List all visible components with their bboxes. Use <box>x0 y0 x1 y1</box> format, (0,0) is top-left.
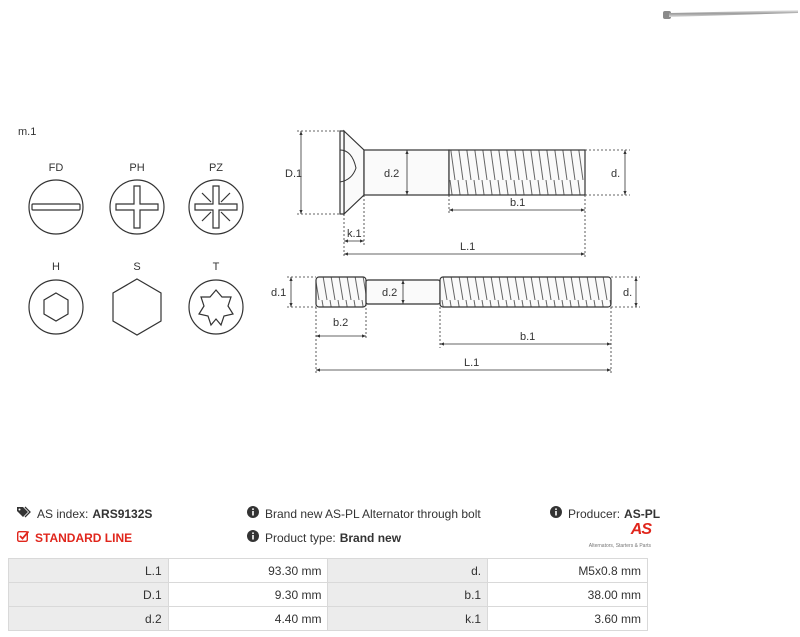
head-type-label: PH <box>129 162 144 174</box>
product-type-label: Product type: <box>265 530 336 545</box>
hex-head-icon <box>112 278 162 336</box>
checkbox-checked-icon <box>16 530 30 545</box>
spec-label: d.2 <box>8 606 169 631</box>
head-type-label: FD <box>49 162 64 174</box>
info-icon <box>247 530 259 545</box>
as-pl-logo: AS Alternators, Starters & Parts <box>585 521 652 551</box>
standard-line-row: STANDARD LINE <box>16 530 133 545</box>
logo-subtext: Alternators, Starters & Parts <box>588 543 651 549</box>
dim-label: L.1 <box>464 357 479 369</box>
product-type-row: Product type: Brand new <box>247 530 401 545</box>
hex-socket-head-icon <box>28 279 84 335</box>
product-photo <box>663 10 798 19</box>
pozidriv-head-icon <box>188 179 244 235</box>
description-text: Brand new AS-PL Alternator through bolt <box>265 506 481 521</box>
head-type-label: T <box>213 261 220 273</box>
product-type-value: Brand new <box>339 530 402 545</box>
as-index-label: AS index: <box>37 506 89 521</box>
spec-value: 93.30 mm <box>167 558 329 583</box>
head-type-label: PZ <box>209 162 223 174</box>
spec-value: 3.60 mm <box>487 606 648 631</box>
phillips-head-icon <box>109 179 165 235</box>
dim-label: D.1 <box>285 168 302 180</box>
dim-label: k.1 <box>347 228 362 240</box>
spec-label: k.1 <box>327 606 489 631</box>
dim-label: d.1 <box>271 287 286 299</box>
dim-label: L.1 <box>460 241 475 253</box>
spec-label: D.1 <box>8 582 169 607</box>
info-icon <box>247 506 259 521</box>
dim-label: d.2 <box>384 168 399 180</box>
dim-label: d.2 <box>382 287 397 299</box>
producer-value: AS-PL <box>624 506 661 521</box>
description-row: Brand new AS-PL Alternator through bolt <box>247 506 481 521</box>
producer-row: Producer: AS-PL <box>550 506 660 521</box>
torx-head-icon <box>188 279 244 335</box>
head-type-label: S <box>133 261 140 273</box>
head-type-label: H <box>52 261 60 273</box>
screw-drawing <box>339 129 586 216</box>
screw-dimensions <box>297 130 630 258</box>
spec-label: d. <box>327 558 489 583</box>
technical-diagram: m.1 FD PH PZ H S T <box>18 126 640 374</box>
spec-label: L.1 <box>8 558 169 583</box>
dim-label: d. <box>623 287 632 299</box>
info-icon <box>550 506 562 521</box>
spec-value: 38.00 mm <box>487 582 648 607</box>
table-row: d.2 4.40 mm k.1 3.60 mm <box>8 606 648 631</box>
spec-value: M5x0.8 mm <box>487 558 648 583</box>
spec-label: b.1 <box>327 582 489 607</box>
dim-label: d. <box>611 168 620 180</box>
as-index-value: ARS9132S <box>92 506 153 521</box>
dim-label: b.1 <box>520 331 535 343</box>
standard-line-label: STANDARD LINE <box>35 530 133 545</box>
dim-label: b.2 <box>333 317 348 329</box>
head-types-label: m.1 <box>18 126 36 138</box>
stud-drawing <box>315 276 612 308</box>
tags-icon <box>17 506 31 521</box>
slotted-head-icon <box>28 179 84 235</box>
stud-dimensions <box>287 276 640 374</box>
spec-value: 9.30 mm <box>167 582 329 607</box>
spec-value: 4.40 mm <box>167 606 329 631</box>
as-index-row: AS index: ARS9132S <box>17 506 152 521</box>
table-row: L.1 93.30 mm d. M5x0.8 mm <box>8 558 648 583</box>
logo-brand: AS <box>630 521 652 538</box>
dim-label: b.1 <box>510 197 525 209</box>
table-row: D.1 9.30 mm b.1 38.00 mm <box>8 582 648 607</box>
specs-table: L.1 93.30 mm d. M5x0.8 mm D.1 9.30 mm b.… <box>8 558 648 631</box>
producer-label: Producer: <box>568 506 621 521</box>
